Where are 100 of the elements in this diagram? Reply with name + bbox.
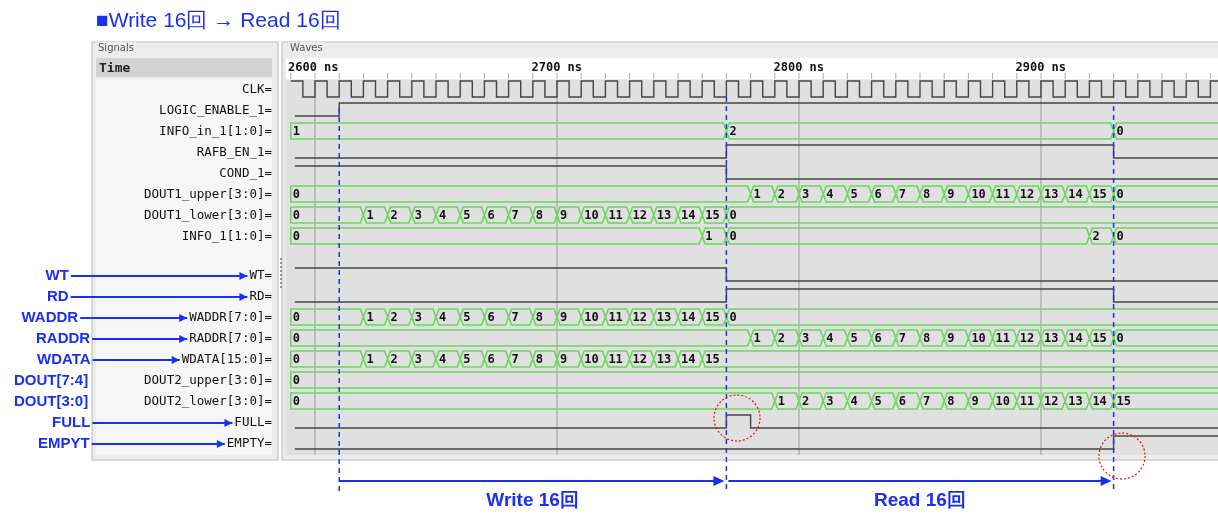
- bus-value: 8: [923, 330, 931, 347]
- bus-value: 9: [560, 309, 568, 326]
- bus-value: 3: [414, 207, 423, 224]
- bus-value: 2: [777, 330, 786, 347]
- signal-name: EMPTY=: [226, 434, 272, 452]
- bus-value: 3: [826, 393, 834, 410]
- bus-value: 11: [608, 309, 623, 326]
- bus-value: 1: [366, 207, 374, 224]
- bus-value: 6: [487, 207, 495, 224]
- bus-value: 5: [463, 207, 471, 224]
- signal-name: DOUT1_upper[3:0]=: [144, 185, 272, 203]
- bus-value: 7: [511, 207, 519, 224]
- port-label: DOUT[7:4]: [14, 371, 89, 389]
- bus-value: 15: [705, 207, 720, 224]
- bus-value: 8: [535, 309, 544, 326]
- signal-name: INFO_1[1:0]=: [181, 227, 272, 245]
- bus-value: 13: [1044, 186, 1059, 203]
- bus-value: 14: [681, 351, 696, 368]
- bus-value: 10: [971, 330, 986, 347]
- bus-value: 0: [292, 309, 301, 326]
- span-label: Write 16回: [486, 489, 579, 511]
- column-header: Time: [96, 58, 272, 77]
- bus-value: 13: [656, 309, 672, 326]
- bus-value: 4: [439, 309, 447, 326]
- bus-value: 13: [656, 207, 672, 224]
- bus-value: 5: [850, 186, 858, 203]
- bus-value: 8: [535, 207, 544, 224]
- arrow: [91, 356, 181, 364]
- bus-value: 15: [705, 309, 720, 326]
- bus-value: 4: [850, 393, 858, 410]
- signal-name: RADDR[7:0]=: [189, 329, 272, 347]
- bus-value: 6: [487, 351, 495, 368]
- signal-name: CLK=: [241, 80, 272, 98]
- bus-value: 0: [729, 207, 737, 224]
- signal-name: INFO_in_1[1:0]=: [159, 122, 272, 140]
- bus-value: 11: [995, 186, 1011, 203]
- bus-value: 15: [1092, 330, 1107, 347]
- bus-value: 0: [1116, 330, 1124, 347]
- signal-name: WADDR[7:0]=: [189, 308, 272, 326]
- signal-name: DOUT1_lower[3:0]=: [144, 206, 272, 224]
- panel-title: Waves: [288, 42, 325, 54]
- bus-value: 14: [1068, 330, 1083, 347]
- bus-value: 9: [560, 207, 568, 224]
- bus-value: 13: [1044, 330, 1059, 347]
- bus-value: 11: [995, 330, 1011, 347]
- arrow: [91, 419, 234, 427]
- bus-value: 15: [1116, 393, 1132, 410]
- bus-value: 14: [1068, 186, 1083, 203]
- bus-value: 10: [971, 186, 986, 203]
- port-label: RADDR: [36, 329, 91, 347]
- bus-value: 7: [898, 186, 907, 203]
- bus-value: 1: [366, 309, 374, 326]
- bus-value: 13: [656, 351, 672, 368]
- port-label: WDATA: [37, 350, 91, 368]
- bus-value: 12: [632, 207, 648, 224]
- port-label: WT: [45, 266, 69, 284]
- port-label: FULL: [52, 413, 91, 431]
- bus-value: 6: [874, 330, 882, 347]
- bus-value: 4: [439, 351, 447, 368]
- time-label: 2900 ns: [1015, 59, 1067, 76]
- bus-value: 4: [439, 207, 447, 224]
- bus-value: 12: [1044, 393, 1059, 410]
- bus-value: 3: [802, 330, 810, 347]
- bus-value: 0: [1116, 228, 1124, 245]
- bus-value: 14: [1092, 393, 1107, 410]
- bus-value: 0: [292, 351, 301, 368]
- bus-value: 12: [632, 351, 648, 368]
- port-label: EMPYT: [38, 434, 90, 452]
- port-label: WADDR: [21, 308, 79, 326]
- bus-value: 5: [463, 351, 471, 368]
- bus-value: 9: [560, 351, 568, 368]
- bus-value: 2: [802, 393, 810, 410]
- bus-value: 10: [584, 207, 599, 224]
- bus-value: 8: [535, 351, 544, 368]
- bus-value: 10: [995, 393, 1011, 410]
- bus-value: 0: [729, 228, 737, 245]
- bus-value: 0: [292, 372, 301, 389]
- bus-value: 1: [705, 228, 713, 245]
- bus-value: 11: [608, 207, 623, 224]
- signal-name: DOUT2_lower[3:0]=: [144, 392, 272, 410]
- bus-value: 0: [1116, 123, 1124, 140]
- bus-value: 6: [487, 309, 495, 326]
- signal-name: FULL=: [234, 413, 272, 431]
- bus-value: 12: [1019, 186, 1035, 203]
- bus-value: 2: [777, 186, 786, 203]
- bus-value: 14: [681, 207, 696, 224]
- bus-value: 0: [292, 330, 301, 347]
- bus-value: 7: [898, 330, 907, 347]
- signal-name: WDATA[15:0]=: [181, 350, 272, 368]
- bus-value: 2: [390, 351, 398, 368]
- bus-value: 9: [971, 393, 979, 410]
- bus-value: 6: [874, 186, 882, 203]
- bus-value: 0: [729, 309, 737, 326]
- bus-value: 0: [292, 393, 301, 410]
- arrow: [79, 314, 189, 322]
- signal-name: WT=: [249, 266, 272, 284]
- arrow: [69, 293, 249, 301]
- bus-value: 10: [584, 309, 599, 326]
- arrow: [91, 335, 189, 343]
- bus-value: 6: [898, 393, 907, 410]
